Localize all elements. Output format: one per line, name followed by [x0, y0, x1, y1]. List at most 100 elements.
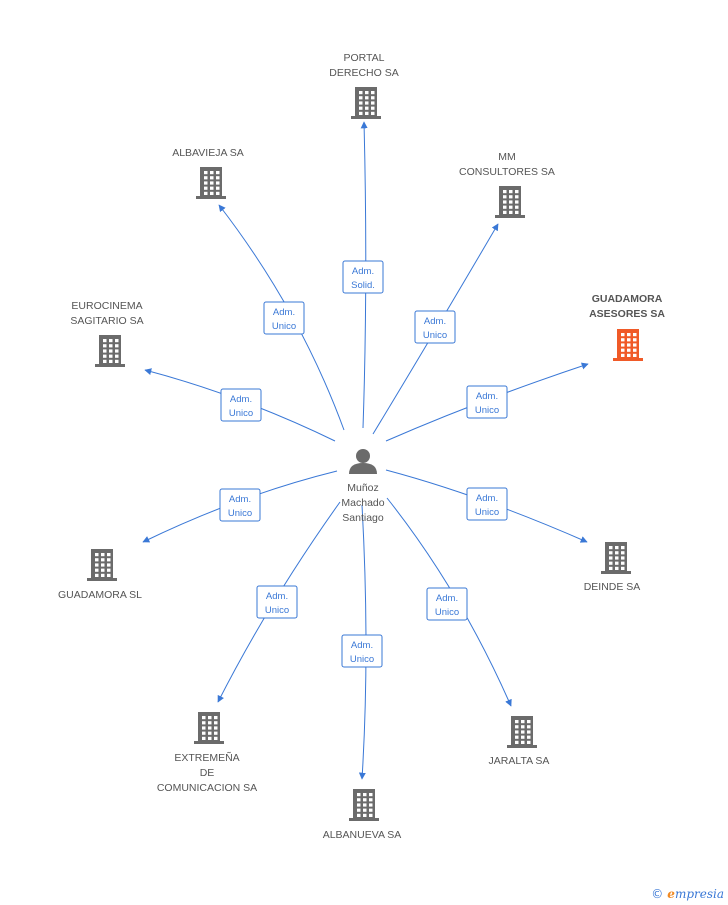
- person-head: [356, 449, 370, 463]
- building-window: [95, 558, 99, 562]
- company-name-line: GUADAMORA SL: [58, 589, 142, 601]
- relation-text: Unico: [265, 605, 289, 616]
- building-window: [115, 339, 119, 343]
- building-window: [503, 205, 507, 209]
- building-window: [357, 798, 361, 802]
- company-node-deinde[interactable]: DEINDE SA: [584, 542, 641, 593]
- building-base: [495, 215, 525, 218]
- building-window: [503, 210, 507, 214]
- relation-text: Adm.: [424, 316, 446, 327]
- building-window: [95, 568, 99, 572]
- building-icon: [196, 167, 226, 199]
- building-window: [95, 553, 99, 557]
- center-person[interactable]: Muñoz Machado Santiago: [341, 449, 385, 524]
- building-window: [621, 556, 625, 560]
- building-window: [216, 186, 220, 190]
- building-window: [515, 720, 519, 724]
- building-window: [363, 798, 367, 802]
- building-window: [115, 354, 119, 358]
- building-window: [527, 730, 531, 734]
- building-window: [615, 566, 619, 570]
- building-window: [202, 721, 206, 725]
- relation-text: Adm.: [230, 394, 252, 405]
- relation-label-mm[interactable]: Adm. Unico: [414, 310, 456, 344]
- building-window: [210, 191, 214, 195]
- relation-text: Adm.: [273, 307, 295, 318]
- building-window: [107, 553, 111, 557]
- relation-label-extremena[interactable]: Adm.Unico: [256, 585, 298, 619]
- building-window: [107, 573, 111, 577]
- building-window: [216, 191, 220, 195]
- relation-text: Unico: [272, 321, 296, 332]
- building-window: [369, 808, 373, 812]
- building-base: [194, 741, 224, 744]
- company-name-line: GUADAMORA: [592, 293, 663, 305]
- building-window: [521, 735, 525, 739]
- relation-box: [341, 634, 383, 668]
- relation-label-jaralta[interactable]: Adm.Unico: [426, 587, 468, 621]
- building-window: [627, 353, 631, 357]
- company-name-line: PORTAL: [343, 52, 384, 64]
- relation-label-eurocinema[interactable]: Adm.Unico: [220, 388, 262, 422]
- building-base: [349, 818, 379, 821]
- building-window: [204, 181, 208, 185]
- building-window: [216, 171, 220, 175]
- relation-label-guadamora-asesores[interactable]: Adm.Unico: [466, 385, 508, 419]
- building-window: [621, 561, 625, 565]
- building-window: [216, 176, 220, 180]
- company-name-line: DEINDE SA: [584, 581, 641, 593]
- company-node-albanueva[interactable]: ALBANUEVA SA: [323, 789, 402, 841]
- building-window: [357, 813, 361, 817]
- building-window: [633, 348, 637, 352]
- relation-label-guadamora-sl[interactable]: Adm.Unico: [219, 488, 261, 522]
- building-window: [615, 551, 619, 555]
- relation-label-albanueva[interactable]: Adm.Unico: [341, 634, 383, 668]
- building-window: [509, 190, 513, 194]
- company-node-jaralta[interactable]: JARALTA SA: [489, 716, 550, 767]
- building-window: [515, 200, 519, 204]
- building-window: [627, 333, 631, 337]
- relation-box: [220, 388, 262, 422]
- company-name-line: ALBAVIEJA SA: [172, 147, 244, 159]
- building-window: [109, 344, 113, 348]
- building-base: [507, 745, 537, 748]
- building-base: [613, 358, 643, 361]
- company-name-line: COMUNICACION SA: [157, 782, 257, 794]
- relation-text: Unico: [435, 607, 459, 618]
- building-window: [627, 348, 631, 352]
- building-window: [369, 793, 373, 797]
- building-window: [216, 181, 220, 185]
- building-window: [365, 96, 369, 100]
- building-window: [208, 716, 212, 720]
- building-window: [615, 561, 619, 565]
- building-window: [621, 566, 625, 570]
- relation-label-deinde[interactable]: Adm.Unico: [466, 487, 508, 521]
- building-window: [107, 568, 111, 572]
- building-window: [515, 195, 519, 199]
- relation-box: [256, 585, 298, 619]
- building-window: [101, 568, 105, 572]
- building-window: [103, 339, 107, 343]
- company-node-albavieja[interactable]: ALBAVIEJA SA: [172, 147, 244, 199]
- relation-label-albavieja[interactable]: Adm. Unico: [263, 301, 305, 335]
- building-window: [103, 344, 107, 348]
- company-node-guadamora-sl[interactable]: GUADAMORA SL: [58, 549, 142, 601]
- relation-label-portal[interactable]: Adm.Solid.: [342, 260, 384, 294]
- building-window: [621, 348, 625, 352]
- company-name-line: EUROCINEMA: [71, 300, 142, 312]
- relation-text: Unico: [350, 654, 374, 665]
- relation-text: Unico: [423, 330, 447, 341]
- building-window: [521, 740, 525, 744]
- building-window: [371, 106, 375, 110]
- relation-box: [414, 310, 456, 344]
- building-window: [621, 546, 625, 550]
- building-window: [515, 735, 519, 739]
- building-icon: [351, 87, 381, 119]
- building-window: [214, 731, 218, 735]
- building-window: [609, 546, 613, 550]
